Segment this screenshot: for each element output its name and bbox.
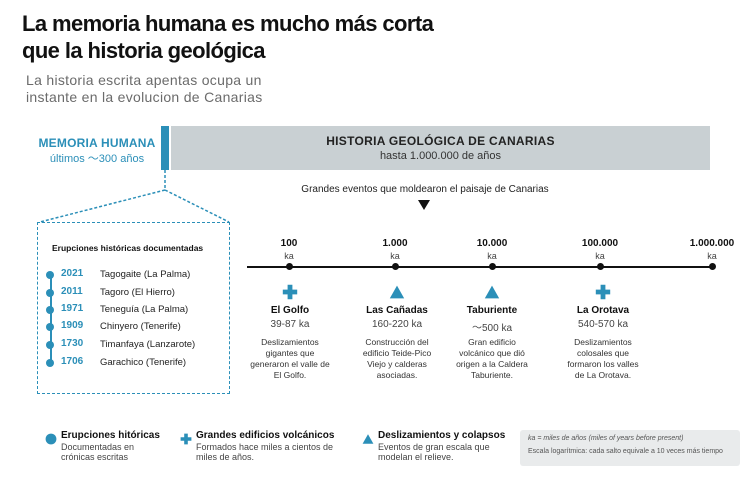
axis-tick-dot [597, 263, 604, 270]
axis-tick-unit: ka [487, 251, 497, 261]
triangle-icon [389, 284, 409, 300]
geology-bar [171, 126, 710, 170]
event-range: 160-220 ka [371, 319, 423, 330]
eruption-row: 1706 Garachico (Tenerife) [46, 356, 228, 373]
eruption-dot [46, 271, 54, 279]
eruption-year: 2011 [61, 286, 83, 297]
axis-tick-label: 1.000 [382, 238, 408, 249]
legend-description: Formados hace miles a cientos de miles d… [196, 442, 334, 462]
axis-tick-dot [709, 263, 716, 270]
event-range: 39-87 ka [270, 319, 310, 330]
axis-tick-label: 1.000.000 [689, 238, 735, 249]
event-description: Construcción del edificio Teide-Pico Vie… [362, 337, 432, 380]
cross-icon [595, 284, 615, 300]
geology-title: HISTORIA GEOLÓGICA DE CANARIAS [326, 134, 555, 148]
eruption-place: Garachico (Tenerife) [100, 357, 187, 368]
eruption-place: Chinyero (Tenerife) [100, 321, 181, 332]
eruptions-timeline [50, 274, 52, 364]
axis-tick-label: 100 [280, 238, 298, 249]
eruption-year: 1971 [61, 303, 84, 314]
eruption-year: 2021 [61, 268, 84, 279]
axis-tick-dot [489, 263, 496, 270]
timeline-axis [247, 266, 714, 268]
axis-tick-dot [286, 263, 293, 270]
memory-bar [161, 126, 169, 170]
eruptions-heading: Erupciones históricas documentadas [52, 243, 204, 253]
event-range: ～500 ka [471, 323, 513, 334]
cross-icon [282, 284, 302, 300]
eruption-dot [46, 306, 54, 314]
eruption-dot [46, 323, 54, 331]
legend-cross-icon [180, 432, 192, 445]
eruption-row: 2011 Tagoro (El Hierro) [46, 286, 228, 303]
note-scale: Escala logarítmica: cada salto equivale … [528, 448, 723, 455]
event-name: El Golfo [270, 305, 310, 316]
event-name: Las Cañadas [366, 305, 428, 316]
page-title: La memoria humana es mucho más corta que… [22, 11, 434, 63]
legend-description: Eventos de gran escala que modelan el re… [378, 442, 490, 462]
note-ka: ka = miles de años (miles of years befor… [528, 435, 684, 442]
axis-tick-label: 10.000 [476, 238, 508, 249]
eruption-dot [46, 341, 54, 349]
eruption-row: 1971 Teneguía (La Palma) [46, 303, 228, 320]
event-description: Gran edificio volcánico que dió origen a… [456, 337, 528, 380]
legend-description: Documentadas en crónicas escritas [61, 442, 135, 462]
axis-tick-unit: ka [595, 251, 605, 261]
eruption-row: 1730 Timanfaya (Lanzarote) [46, 338, 228, 355]
note-box [520, 430, 740, 466]
memory-title: MEMORIA HUMANA [38, 136, 156, 150]
eruption-place: Tagoro (El Hierro) [100, 287, 175, 298]
events-caption: Grandes eventos que moldearon el paisaje… [301, 184, 549, 195]
page-subtitle: La historia escrita apentas ocupa un ins… [26, 72, 263, 105]
event-range: 540-570 ka [577, 319, 629, 330]
legend-circle-icon [45, 432, 57, 445]
triangle-icon [484, 284, 504, 300]
event-name: La Orotava [576, 305, 630, 316]
eruption-row: 1909 Chinyero (Tenerife) [46, 320, 228, 337]
eruption-place: Tagogaite (La Palma) [100, 269, 191, 280]
event-name: Taburiente [466, 305, 518, 316]
legend-title: Deslizamientos y colapsos [378, 430, 506, 441]
eruption-year: 1909 [61, 320, 84, 331]
axis-tick-unit: ka [707, 251, 717, 261]
down-arrow-icon [418, 200, 430, 210]
legend-title: Erupciones hitóricas [61, 430, 160, 441]
axis-tick-label: 100.000 [581, 238, 619, 249]
event-description: Deslizamientos gigantes que generaron el… [250, 337, 330, 380]
legend-triangle-icon [362, 432, 374, 444]
eruption-place: Timanfaya (Lanzarote) [100, 339, 196, 350]
legend-title: Grandes edificios volcánicos [196, 430, 335, 441]
eruptions-box [37, 222, 230, 394]
axis-tick-unit: ka [284, 251, 294, 261]
eruption-year: 1706 [61, 356, 84, 367]
axis-tick-dot [392, 263, 399, 270]
axis-tick-unit: ka [390, 251, 400, 261]
event-description: Deslizamientos colosales que formaron lo… [567, 337, 639, 380]
eruption-place: Teneguía (La Palma) [100, 304, 189, 315]
eruption-row: 2021 Tagogaite (La Palma) [46, 268, 228, 285]
memory-subtitle: últimos ～300 años [49, 153, 145, 165]
eruption-dot [46, 359, 54, 367]
geology-subtitle: hasta 1.000.000 de años [379, 150, 502, 162]
eruption-year: 1730 [61, 338, 84, 349]
eruption-dot [46, 289, 54, 297]
